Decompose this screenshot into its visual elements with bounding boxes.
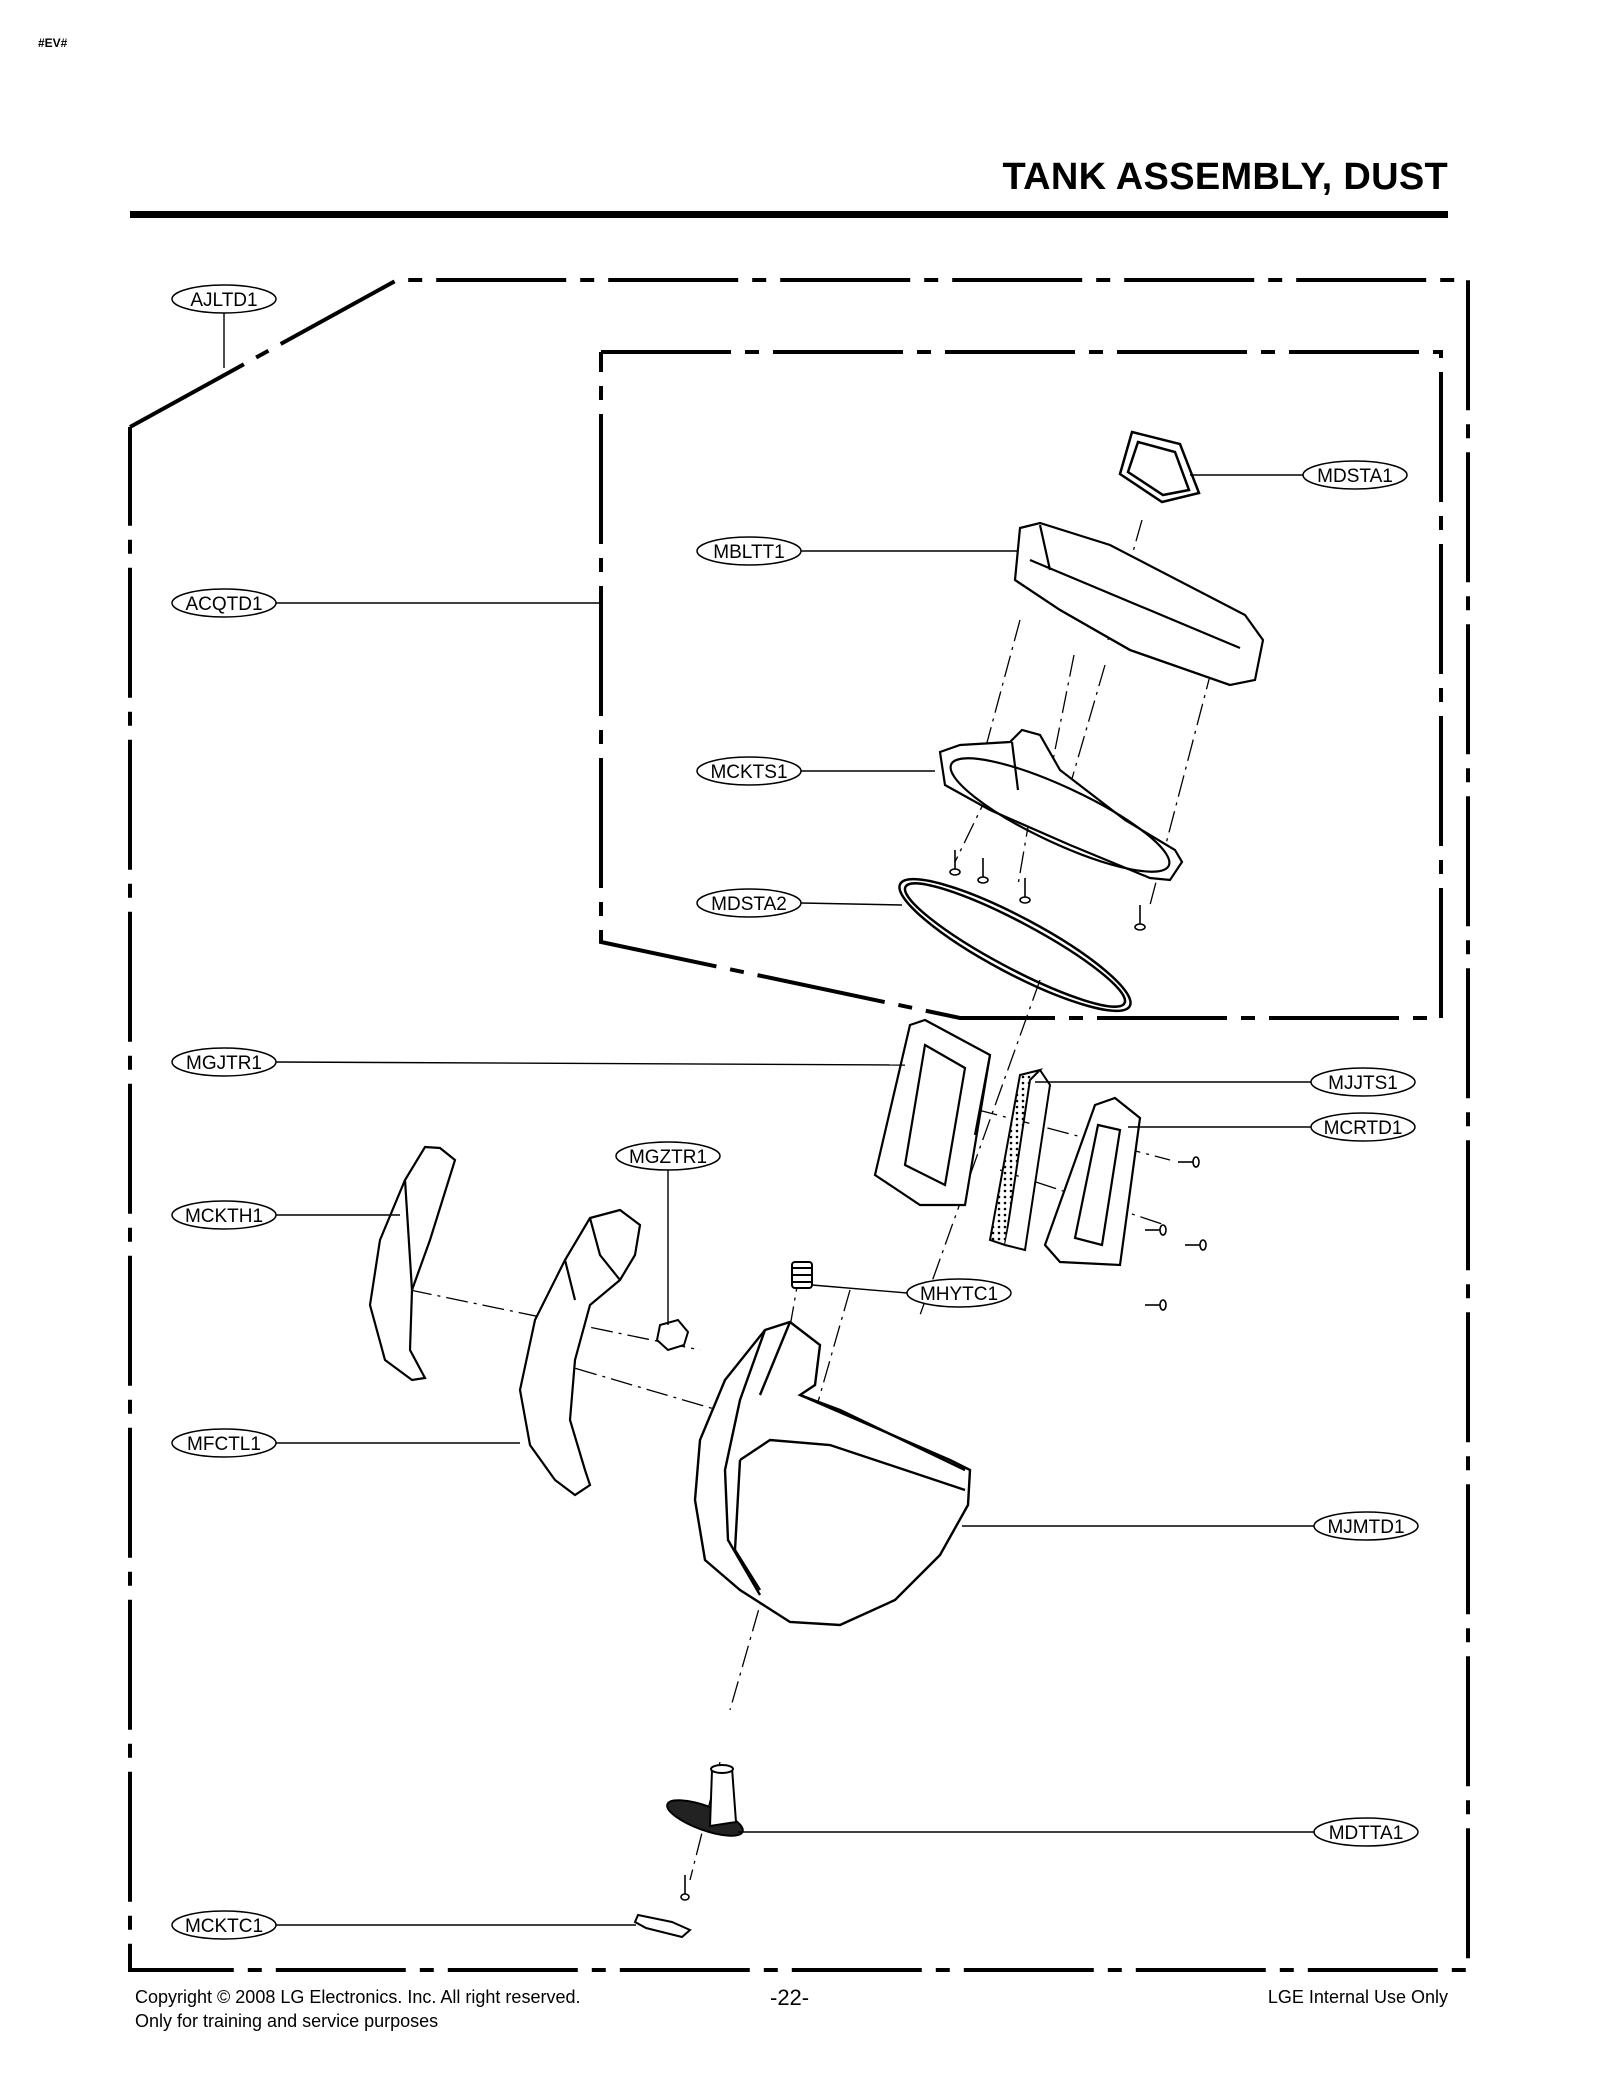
- corner-tag: #EV#: [38, 36, 68, 50]
- callout-mckth1: MCKTH1: [171, 1200, 277, 1230]
- part-mdtta1-knob: [666, 1764, 744, 1837]
- footer-copyright: Copyright © 2008 LG Electronics. Inc. Al…: [135, 1987, 581, 2007]
- callout-mjjts1-text: MJJTS1: [1328, 1073, 1398, 1094]
- callout-mcktc1: MCKTC1: [171, 1910, 277, 1940]
- callout-mdtta1: MDTTA1: [1313, 1817, 1419, 1847]
- callout-mfctl1-text: MFCTL1: [187, 1434, 261, 1455]
- callout-mfctl1: MFCTL1: [171, 1428, 277, 1458]
- callout-mdsta1: MDSTA1: [1302, 460, 1408, 490]
- callout-mckth1-text: MCKTH1: [185, 1206, 263, 1227]
- part-mjjts1-filter: [988, 1068, 1052, 1252]
- part-mbltt1-cover: [1013, 521, 1265, 687]
- callout-mhytc1: MHYTC1: [906, 1278, 1012, 1308]
- part-mdsta1-gasket: [1118, 430, 1201, 504]
- part-mdsta2-ring: [898, 877, 1132, 1013]
- screw-set: [680, 850, 1207, 1901]
- outer-assembly-boundary: [128, 278, 1470, 1972]
- part-mhytc1-spring: [791, 1261, 813, 1289]
- callout-mcktc1-text: MCKTC1: [185, 1916, 263, 1937]
- footer-purpose: Only for training and service purposes: [135, 2011, 439, 2031]
- callout-mcrtd1: MCRTD1: [1310, 1112, 1416, 1142]
- part-mfctl1-handle: [518, 1208, 642, 1497]
- callout-mdsta2-text: MDSTA2: [711, 894, 787, 915]
- callout-acqtd1: ACQTD1: [171, 588, 277, 618]
- callout-labels: AJLTD1 ACQTD1 MDSTA1 MBLTT1 MCKTS1 MDSTA…: [171, 284, 1419, 1940]
- callout-acqtd1-text: ACQTD1: [185, 594, 262, 615]
- callout-mckts1: MCKTS1: [696, 756, 802, 786]
- part-mcktc1-clip: [633, 1913, 692, 1939]
- page-title: TANK ASSEMBLY, DUST: [1002, 156, 1448, 198]
- footer-internal-use: LGE Internal Use Only: [1267, 1987, 1448, 2007]
- callout-mckts1-text: MCKTS1: [710, 762, 787, 783]
- callout-mdtta1-text: MDTTA1: [1329, 1823, 1404, 1844]
- callout-mjmtd1-text: MJMTD1: [1327, 1517, 1404, 1538]
- page-number: -22-: [770, 1985, 810, 2010]
- part-mckth1-cover: [368, 1145, 457, 1382]
- leader-lines: [223, 312, 1314, 1926]
- part-mgjtr1-frame: [873, 1018, 992, 1207]
- callout-mjjts1: MJJTS1: [1310, 1067, 1416, 1097]
- part-mjmtd1-tank: [693, 1320, 972, 1627]
- inner-assembly-boundary: [599, 350, 1443, 1020]
- part-mckts1-frame: [938, 728, 1184, 882]
- title-rule: [130, 211, 1448, 218]
- callout-mbltt1-text: MBLTT1: [713, 542, 784, 563]
- callout-ajltd1: AJLTD1: [171, 284, 277, 314]
- callout-ajltd1-text: AJLTD1: [190, 290, 257, 311]
- callout-mjmtd1: MJMTD1: [1313, 1511, 1419, 1541]
- callout-mbltt1: MBLTT1: [696, 536, 802, 566]
- part-mgztr1-latch: [655, 1318, 690, 1352]
- callout-mgjtr1: MGJTR1: [171, 1047, 277, 1077]
- callout-mdsta1-text: MDSTA1: [1317, 466, 1393, 487]
- callout-mhytc1-text: MHYTC1: [920, 1284, 998, 1305]
- callout-mgjtr1-text: MGJTR1: [186, 1053, 262, 1074]
- callout-mgztr1-text: MGZTR1: [629, 1147, 707, 1168]
- part-mcrtd1-frame: [1043, 1096, 1142, 1267]
- callout-mgztr1: MGZTR1: [615, 1141, 721, 1171]
- callout-mdsta2: MDSTA2: [696, 888, 802, 918]
- callout-mcrtd1-text: MCRTD1: [1324, 1118, 1403, 1139]
